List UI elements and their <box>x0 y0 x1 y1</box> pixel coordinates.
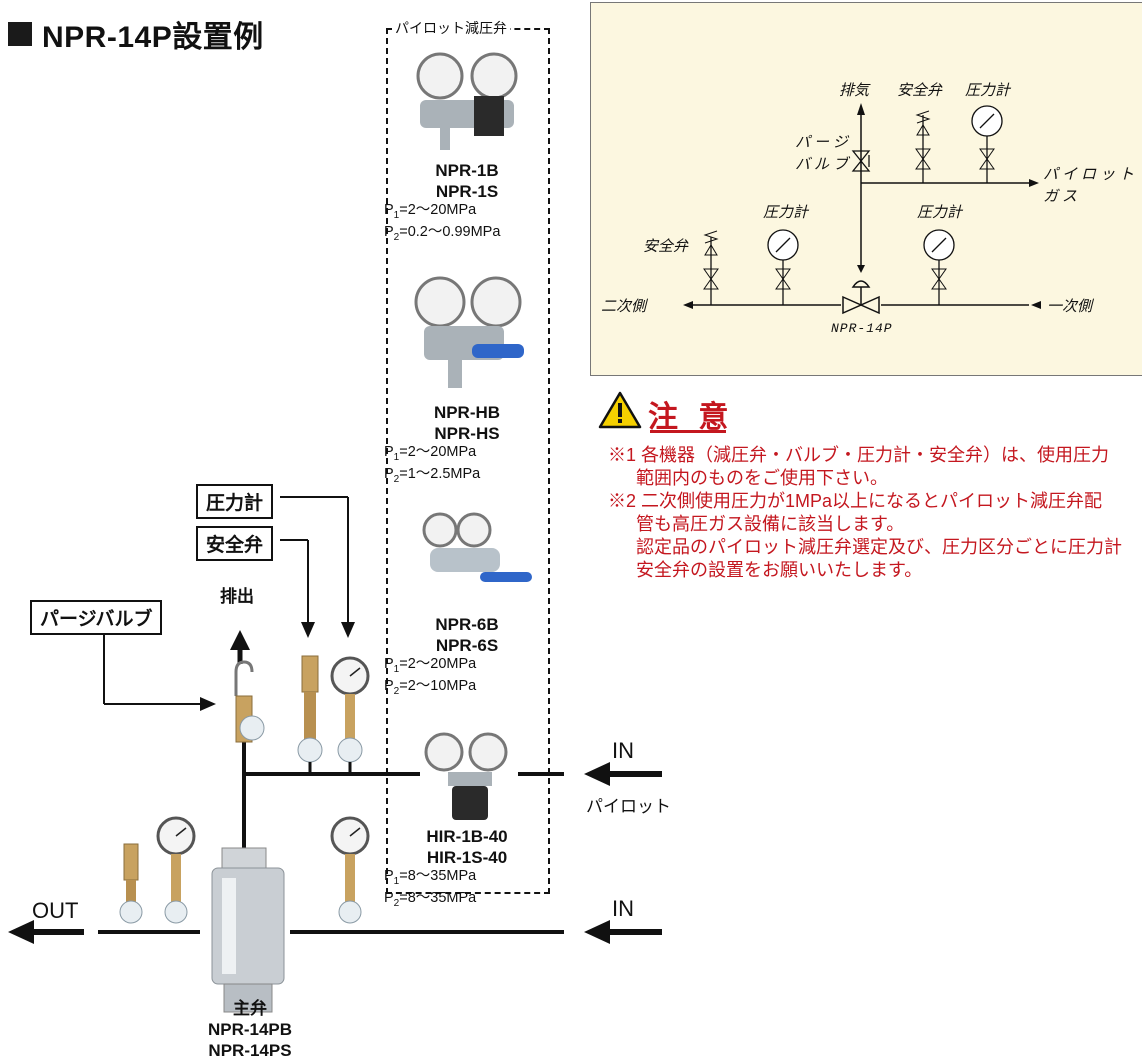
pilot-item-model2: NPR-6S <box>435 636 499 655</box>
safety-valve-label: 安全弁 <box>196 526 274 561</box>
pilot-item-model1: HIR-1B-40 <box>426 827 508 846</box>
schematic-gauge-left-label: 圧力計 <box>763 204 809 221</box>
caution-underline <box>650 430 726 433</box>
main-valve-icon <box>211 847 285 1013</box>
npr-1-regulator-icon <box>416 52 518 150</box>
pilot-item-p2: P2=8〜35MPa <box>384 889 477 909</box>
pilot-in-label: IN <box>612 738 634 763</box>
pilot-item-1: NPR-1B NPR-1S P1=2〜20MPa P2=0.2〜0.99MPa <box>384 160 550 246</box>
hir-1-regulator-icon <box>424 732 508 820</box>
schematic-pilot-label-1: パイロット <box>1043 166 1139 183</box>
schematic-safety-valve-left-label: 安全弁 <box>643 238 689 255</box>
exhaust-label: 排出 <box>220 587 254 606</box>
pilot-item-p1: P1=2〜20MPa <box>384 444 477 463</box>
main-valve-name: 主弁 <box>233 999 267 1018</box>
caution-note-4: 管も高圧ガス設備に該当します。 <box>636 514 905 534</box>
schematic-gauge-top-label: 圧力計 <box>965 82 1011 99</box>
schematic-safety-valve-left-icon <box>703 230 719 305</box>
in-arrows <box>590 762 662 944</box>
caution-note-2: 範囲内のものをご使用下さい。 <box>636 468 888 488</box>
schematic-purge-valve-icon <box>851 150 871 172</box>
pilot-item-p2: P2=1〜2.5MPa <box>384 465 481 485</box>
page-title: NPR-14P設置例 <box>8 12 264 56</box>
pilot-item-model1: NPR-6B <box>435 615 499 634</box>
schematic-gauge-left-icon <box>767 229 799 305</box>
schematic-gauge-top-icon <box>971 105 1003 183</box>
schematic-panel: 排気 安全弁 圧力計 パージ バルブ パイロット ガス 圧力計 圧力計 安全弁 … <box>590 2 1142 376</box>
pilot-label: パイロット <box>586 797 671 816</box>
pilot-item-4: HIR-1B-40 HIR-1S-40 P1=8〜35MPa P2=8〜35MP… <box>384 826 550 912</box>
gauge-lower-right-icon <box>330 816 370 924</box>
out-label: OUT <box>32 898 79 923</box>
title-square-icon <box>8 22 32 46</box>
pilot-item-model2: NPR-HS <box>434 424 500 443</box>
purge-valve-label: パージバルブ <box>30 600 163 635</box>
purge-valve-icon <box>234 660 265 743</box>
schematic-gauge-right-label: 圧力計 <box>917 204 963 221</box>
schematic-primary-label: 一次側 <box>1047 298 1093 315</box>
schematic-drawing <box>683 103 1041 315</box>
caution-title: 注 意 <box>648 401 735 434</box>
safety-valve-upper-icon <box>297 655 323 774</box>
schematic-valve-model-label: NPR-14P <box>831 321 893 336</box>
schematic-safety-valve-top-label: 安全弁 <box>897 82 943 99</box>
pilot-item-3: NPR-6B NPR-6S P1=2〜20MPa P2=2〜10MPa <box>384 614 550 700</box>
schematic-main-valve-icon <box>842 265 880 315</box>
gauge-lower-left-icon <box>156 816 196 924</box>
safety-valve-lower-icon <box>119 843 143 924</box>
caution-note-6: 安全弁の設置をお願いいたします。 <box>636 560 923 580</box>
warning-triangle-icon <box>598 391 642 429</box>
pilot-item-p2: P2=0.2〜0.99MPa <box>384 223 501 243</box>
main-in-label: IN <box>612 896 634 921</box>
schematic-pilot-label-2: ガス <box>1043 188 1082 205</box>
pilot-item-model2: NPR-1S <box>435 182 499 201</box>
schematic-secondary-label: 二次側 <box>601 298 647 315</box>
main-valve-model1: NPR-14PB <box>207 1020 293 1039</box>
schematic-exhaust-label: 排気 <box>839 82 870 99</box>
pilot-regulator-box-label: パイロット減圧弁 <box>392 18 510 38</box>
pressure-gauge-label: 圧力計 <box>196 484 274 519</box>
npr-6-regulator-icon <box>422 512 532 582</box>
caution-note-1: ※1 各機器（減圧弁・バルブ・圧力計・安全弁）は、使用圧力 <box>608 445 1110 465</box>
pilot-item-p2: P2=2〜10MPa <box>384 677 477 697</box>
schematic-gauge-right-icon <box>923 229 955 305</box>
gauge-upper-icon <box>330 656 370 774</box>
caution-note-3: ※2 二次側使用圧力が1MPa以上になるとパイロット減圧弁配 <box>608 491 1103 511</box>
schematic-purge-label-1: パージ <box>795 134 852 151</box>
pilot-item-model1: NPR-1B <box>435 161 499 180</box>
piping-diagram <box>8 52 590 1013</box>
pilot-item-model2: HIR-1S-40 <box>426 848 508 867</box>
main-valve-model2: NPR-14PS <box>208 1041 292 1060</box>
title-text: NPR-14P設置例 <box>42 21 264 54</box>
schematic-safety-valve-top-icon <box>915 110 931 183</box>
caution-note-5: 認定品のパイロット減圧弁選定及び、圧力区分ごとに圧力計 <box>636 537 1122 557</box>
main-valve-label: 主弁 NPR-14PB NPR-14PS <box>200 998 300 1061</box>
schematic-purge-label-2: バルブ <box>795 156 853 173</box>
npr-h-regulator-icon <box>414 276 524 388</box>
pilot-item-2: NPR-HB NPR-HS P1=2〜20MPa P2=1〜2.5MPa <box>384 402 550 488</box>
pilot-item-p1: P1=2〜20MPa <box>384 656 477 675</box>
pilot-item-model1: NPR-HB <box>433 403 501 422</box>
pilot-item-p1: P1=8〜35MPa <box>384 868 477 887</box>
pilot-item-p1: P1=2〜20MPa <box>384 202 477 221</box>
